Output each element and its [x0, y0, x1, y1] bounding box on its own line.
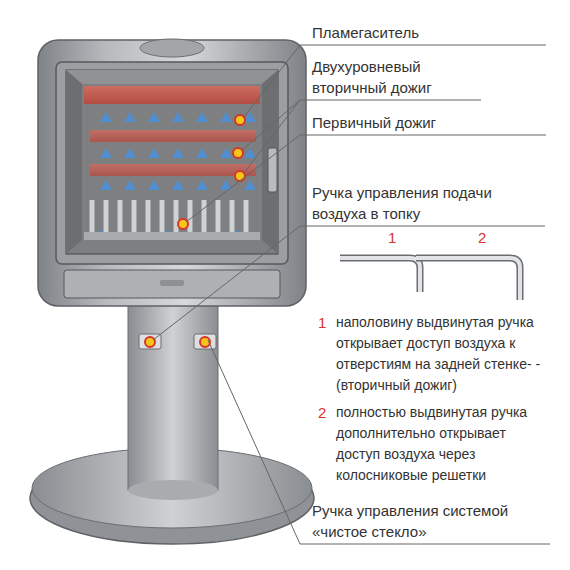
air-arrows: [96, 112, 256, 238]
fire-window: [66, 70, 278, 254]
leader-line: [153, 226, 300, 340]
door-frame: [56, 62, 288, 264]
note-text: полностью выдвинутая ручка дополнительно…: [336, 402, 531, 486]
callout-dots: [145, 115, 245, 347]
leader-line: [243, 100, 300, 174]
handle-half-fill: [340, 258, 420, 292]
label-underline: [300, 100, 481, 101]
callout-number: 2: [478, 230, 492, 246]
drawer-pull: [160, 280, 184, 286]
label-underline: [300, 226, 545, 227]
pedestal-column: [128, 300, 218, 490]
part-label: Пламегаситель: [312, 22, 542, 43]
label-underline: [300, 45, 546, 46]
handle-full-fill: [416, 258, 520, 300]
leader-line: [241, 100, 300, 151]
window-top-wall: [66, 70, 278, 84]
note-text: наполовину выдвинутая ручка открывает до…: [336, 312, 548, 396]
part-label: Ручка управления системой «чистое стекло…: [312, 500, 512, 542]
leader-line: [208, 340, 300, 544]
window-left-wall: [66, 70, 82, 254]
handle-full: [416, 258, 520, 300]
callout-number: 1: [318, 312, 332, 333]
label-underline: [300, 135, 546, 136]
glass-handle: [194, 334, 216, 349]
part-label: Первичный дожиг: [312, 112, 542, 133]
column-foot: [128, 480, 218, 500]
ash-drawer: [64, 270, 280, 298]
secondary-lower: [90, 164, 256, 176]
secondary-upper: [90, 130, 256, 142]
part-label: Ручка управления подачи воздуха в топку: [312, 182, 497, 224]
label-underline: [300, 544, 550, 545]
grate-rail: [84, 232, 260, 240]
flue-outlet: [140, 39, 204, 57]
handle-half: [340, 258, 420, 292]
callout-number: 1: [388, 230, 402, 246]
flame-arrester: [84, 86, 260, 104]
grate-bars: [92, 200, 246, 232]
part-label: Двухуровневый вторичный дожиг: [312, 56, 477, 98]
door-latch: [268, 148, 277, 192]
callout-number: 2: [318, 402, 332, 423]
leader-line: [186, 135, 300, 222]
stove-body: [38, 40, 306, 306]
